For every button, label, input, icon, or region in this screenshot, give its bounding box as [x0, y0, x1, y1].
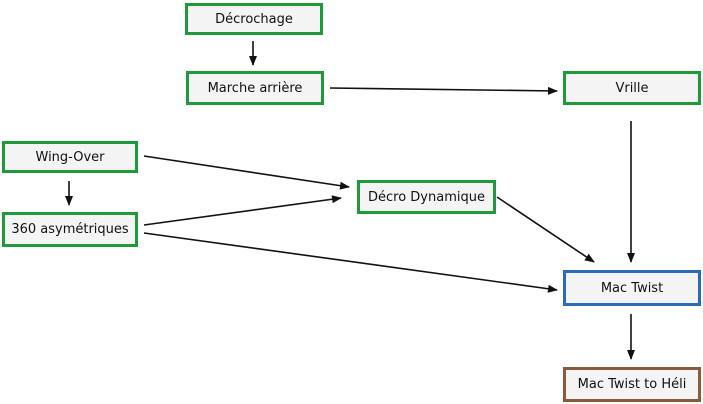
edge-wing-over-to-decro-dynamique [143, 155, 350, 190]
node-label: Wing-Over [35, 149, 105, 165]
node-decro-dynamique[interactable]: Décro Dynamique [357, 180, 496, 214]
node-label: Marche arrière [207, 80, 303, 96]
edge-marche-arriere-to-vrille [329, 86, 558, 95]
node-mac-twist[interactable]: Mac Twist [563, 270, 701, 306]
node-wing-over[interactable]: Wing-Over [2, 141, 138, 173]
node-mac-twist-heli[interactable]: Mac Twist to Héli [563, 367, 701, 402]
node-decrochage[interactable]: Décrochage [185, 3, 323, 35]
edge-360-asymetriques-to-mac-twist [143, 232, 558, 293]
node-label: Mac Twist to Héli [577, 377, 687, 392]
node-label: Décro Dynamique [368, 189, 485, 205]
edge-decro-dynamique-to-mac-twist [496, 196, 595, 263]
node-label: Décrochage [215, 11, 293, 27]
node-label: 360 asymétriques [11, 222, 129, 237]
edge-360-asymetriques-to-decro-dynamique [143, 195, 342, 226]
node-vrille[interactable]: Vrille [563, 71, 701, 105]
node-label: Mac Twist [600, 280, 664, 296]
node-360-asymetriques[interactable]: 360 asymétriques [2, 212, 138, 247]
node-label: Vrille [615, 80, 649, 96]
node-marche-arriere[interactable]: Marche arrière [186, 71, 324, 105]
